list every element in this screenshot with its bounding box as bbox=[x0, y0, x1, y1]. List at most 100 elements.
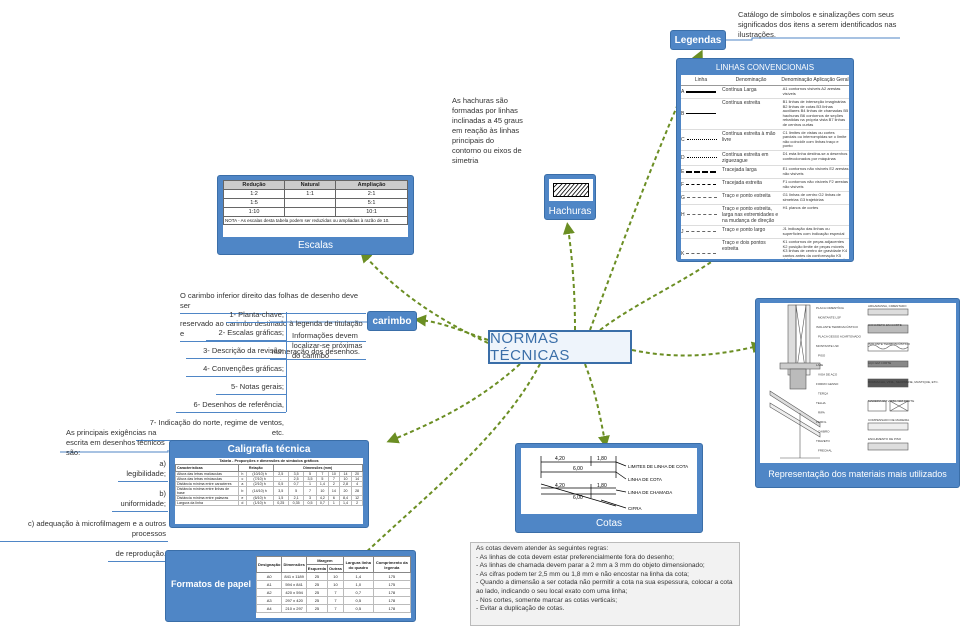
formatos-cell: 841 x 1189 bbox=[281, 572, 307, 581]
linhas-aplicacao: B1 linhas de interseção imaginárias B2 l… bbox=[782, 99, 849, 127]
line-style-icon bbox=[686, 253, 717, 255]
linhas-row: B Contínua estreita B1 linhas de interseçã… bbox=[681, 99, 849, 130]
connector-carimbo bbox=[414, 314, 489, 341]
formatos-cell: A1 bbox=[256, 580, 283, 589]
formatos-cell: 25 bbox=[305, 596, 329, 605]
hachuras-title: Hachuras bbox=[548, 206, 592, 217]
materiais-label-left: LAJE bbox=[816, 363, 823, 367]
line-style-icon bbox=[686, 139, 717, 141]
linhas-denominacao: Traço e dois pontos estreita bbox=[722, 239, 766, 252]
formatos-cell: 25 bbox=[305, 572, 329, 581]
materiais-label-left: MONTANTE LSF bbox=[818, 316, 841, 320]
linhas-aplicacao: A1 contornos visíveis A2 arestas visívei… bbox=[782, 86, 841, 96]
linhas-code: E bbox=[681, 168, 685, 175]
linhas-row: K Traço e dois pontos estreita K1 contorno… bbox=[681, 239, 849, 259]
carimbo-item: 5- Notas gerais; bbox=[216, 380, 286, 395]
carimbo-title: carimbo bbox=[372, 316, 412, 327]
cota-label-linha: LINHA DE COTA bbox=[628, 477, 662, 482]
caligrafia-title: Caligrafia técnica bbox=[227, 444, 311, 455]
cota-dim-6: 6,00 bbox=[573, 495, 583, 501]
caligrafia-intro: As principais exigências na escrita em d… bbox=[66, 428, 165, 457]
linhas-code: B bbox=[681, 110, 685, 117]
materiais-label-right: CONCRETO EM CORTE bbox=[868, 323, 902, 327]
connector-materiais bbox=[631, 341, 764, 357]
legendas-note: Catálogo de símbolos e sinalizações com … bbox=[738, 10, 897, 39]
formatos-cell: 175 bbox=[372, 580, 411, 589]
linhas-aplicacao: K1 contornos de peças adjacentes K2 posi… bbox=[782, 238, 848, 259]
linhas-code: H bbox=[681, 211, 685, 218]
formatos-cell: 178 bbox=[372, 588, 411, 597]
materiais-label-right: AÇO EM CORTE bbox=[868, 361, 891, 365]
materiais-label-left: FRECHAL bbox=[818, 449, 832, 453]
formatos-header-comprimento: Comprimento da legenda bbox=[372, 556, 411, 573]
line-style-icon bbox=[686, 113, 717, 115]
escalas-cell: 2:1 bbox=[335, 189, 408, 199]
connector-formatos bbox=[353, 363, 541, 565]
caligrafia-cell: 7 bbox=[303, 486, 317, 496]
hatch-pattern-icon bbox=[553, 183, 589, 197]
linhas-sample: B bbox=[681, 100, 720, 128]
linhas-denominacao: Contínua estreita à mão livre bbox=[722, 130, 776, 143]
hachuras-sample bbox=[549, 179, 593, 201]
caligrafia-cell: b bbox=[238, 486, 247, 496]
central-topic[interactable]: NORMAS TÉCNICAS bbox=[488, 330, 632, 364]
cotas-rule: - As cifras podem ter 2,5 mm ou 1,8 mm e… bbox=[476, 570, 689, 578]
formatos-table: Designação Dimensões Margem Largura linh… bbox=[256, 556, 411, 618]
linhas-denominacao: Tracejada larga bbox=[722, 166, 757, 173]
cotas-node[interactable]: 4,20 1,80 6,00 4,20 1,80 6,00 LIMITES DE… bbox=[515, 443, 703, 533]
linhas-denominacao: Contínua estreita bbox=[722, 100, 761, 106]
linhas-header-linha: Linha bbox=[694, 77, 708, 83]
formatos-cell: A2 bbox=[256, 588, 283, 597]
escalas-cell: 1:2 bbox=[222, 189, 286, 199]
legendas-node[interactable]: Legendas bbox=[670, 30, 726, 50]
linhas-code: K bbox=[681, 250, 685, 257]
cotas-rule: - As linhas de chamada devem parar a 2 m… bbox=[476, 562, 705, 570]
caligrafia-cell: 28 bbox=[351, 486, 363, 496]
linhas-title: LINHAS CONVENCIONAIS bbox=[715, 63, 815, 72]
hachuras-note: As hachuras são formadas por linhas incl… bbox=[452, 96, 523, 165]
materiais-label-right: ENCHIMENTO DE PISO bbox=[868, 437, 902, 441]
cota-label-chamada: LINHA DE CHAMADA bbox=[628, 490, 672, 495]
formatos-header-designacao: Designação bbox=[256, 556, 283, 573]
formatos-header-margem: Margem bbox=[305, 556, 344, 565]
formatos-cell: 1,4 bbox=[342, 572, 374, 581]
caligrafia-node[interactable]: Caligrafia técnica Tabela - Proporções e… bbox=[169, 440, 369, 528]
hachuras-node[interactable]: Hachuras bbox=[544, 174, 596, 220]
caligrafia-cell: 1,4 bbox=[338, 500, 353, 506]
linhas-denominacao: Traço e ponto largo bbox=[722, 226, 766, 233]
linhas-sample: K bbox=[681, 240, 720, 259]
linhas-aplicacao: G1 linhas de centro G2 linhas de simetri… bbox=[782, 191, 841, 202]
connector-hachuras bbox=[562, 222, 576, 331]
formatos-cell: 10 bbox=[327, 580, 344, 589]
formatos-cell: 297 x 420 bbox=[281, 596, 307, 605]
materiais-label-left: PLACA GESSO ACARTONADO bbox=[818, 335, 862, 339]
materiais-label-left: PLACA CIMENTÍCIA bbox=[816, 306, 844, 310]
cota-dim-2: 1,80 bbox=[597, 456, 607, 462]
carimbo-item: 1- Planta-chave; bbox=[226, 308, 286, 323]
connector-caligrafia bbox=[386, 363, 521, 444]
cotas-rule: - Evitar a duplicação de cotas. bbox=[476, 605, 565, 613]
formatos-cell: 7 bbox=[327, 588, 344, 597]
linhas-aplicacao: J1 indicação das linhas ou superfícies c… bbox=[782, 225, 845, 236]
caligrafia-cell: 1 bbox=[328, 500, 340, 506]
caligrafia-cell: 20 bbox=[338, 486, 353, 496]
formatos-cell: 25 bbox=[305, 588, 329, 597]
formatos-cell: 25 bbox=[305, 604, 329, 613]
carimbo-node[interactable]: carimbo bbox=[367, 311, 417, 331]
materiais-label-right: BORRACHA, VINIL, NEOPRENE, MASTIQUE, ETC… bbox=[868, 380, 939, 384]
formatos-cell: A0 bbox=[256, 572, 283, 581]
formatos-node[interactable]: Formatos de papel Designação Dimensões M… bbox=[165, 550, 416, 622]
caligrafia-table: Tabela - Proporções e dimensões de símbo… bbox=[175, 458, 363, 524]
line-style-icon bbox=[686, 157, 717, 159]
